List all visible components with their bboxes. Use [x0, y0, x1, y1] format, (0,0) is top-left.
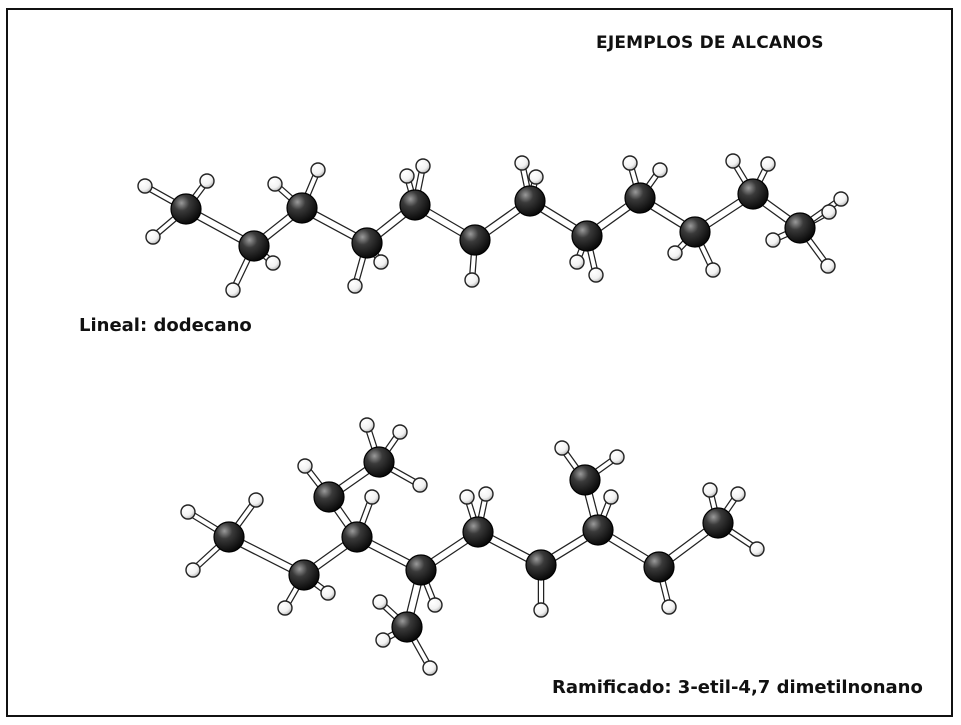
hydrogen-atom [225, 282, 241, 298]
carbon-atom [391, 611, 423, 643]
hydrogen-atom [533, 602, 549, 618]
hydrogen-atom [464, 272, 480, 288]
carbon-atom [286, 192, 318, 224]
carbon-atom [363, 446, 395, 478]
hydrogen-atom [320, 585, 336, 601]
hydrogen-atom [569, 254, 585, 270]
hydrogen-atom [137, 178, 153, 194]
hydrogen-atom [652, 162, 668, 178]
carbon-atom [313, 481, 345, 513]
branched-alkane-label: Ramificado: 3-etil-4,7 dimetilnonano [552, 677, 923, 698]
hydrogen-atom [667, 245, 683, 261]
carbon-atom [341, 521, 373, 553]
hydrogen-atom [392, 424, 408, 440]
carbon-atom [737, 178, 769, 210]
carbon-atom [213, 521, 245, 553]
hydrogen-atom [821, 204, 837, 220]
hydrogen-atom [277, 600, 293, 616]
carbon-atom [525, 549, 557, 581]
carbon-atom [459, 224, 491, 256]
carbon-atom [582, 514, 614, 546]
hydrogen-atom [833, 191, 849, 207]
hydrogen-atom [705, 262, 721, 278]
hydrogen-atom [359, 417, 375, 433]
carbon-atom [405, 554, 437, 586]
hydrogen-atom [399, 168, 415, 184]
hydrogen-atom [760, 156, 776, 172]
carbon-atom [571, 220, 603, 252]
carbon-atom [238, 230, 270, 262]
carbon-atom [624, 182, 656, 214]
hydrogen-atom [702, 482, 718, 498]
hydrogen-atom [364, 489, 380, 505]
hydrogen-atom [373, 254, 389, 270]
hydrogen-atom [609, 449, 625, 465]
carbon-atom [679, 216, 711, 248]
linear-alkane-label: Lineal: dodecano [79, 315, 252, 336]
hydrogen-atom [427, 597, 443, 613]
hydrogen-atom [528, 169, 544, 185]
hydrogen-atom [185, 562, 201, 578]
hydrogen-atom [478, 486, 494, 502]
hydrogen-atom [554, 440, 570, 456]
hydrogen-atom [730, 486, 746, 502]
carbon-atom [514, 185, 546, 217]
hydrogen-atom [603, 489, 619, 505]
carbon-atom [702, 507, 734, 539]
carbon-atom [288, 559, 320, 591]
hydrogen-atom [375, 632, 391, 648]
carbon-atom [643, 551, 675, 583]
hydrogen-atom [622, 155, 638, 171]
carbon-atom [170, 193, 202, 225]
carbon-atom [351, 227, 383, 259]
carbon-atom [399, 189, 431, 221]
hydrogen-atom [725, 153, 741, 169]
hydrogen-atom [661, 599, 677, 615]
carbon-atom [784, 212, 816, 244]
hydrogen-atom [588, 267, 604, 283]
hydrogen-atom [265, 255, 281, 271]
hydrogen-atom [749, 541, 765, 557]
hydrogen-atom [180, 504, 196, 520]
hydrogen-atom [514, 155, 530, 171]
hydrogen-atom [415, 158, 431, 174]
hydrogen-atom [248, 492, 264, 508]
hydrogen-atom [412, 477, 428, 493]
hydrogen-atom [145, 229, 161, 245]
hydrogen-atom [459, 489, 475, 505]
hydrogen-atom [267, 176, 283, 192]
carbon-atom [569, 464, 601, 496]
hydrogen-atom [297, 458, 313, 474]
diagram-title: EJEMPLOS DE ALCANOS [596, 33, 824, 53]
hydrogen-atom [347, 278, 363, 294]
hydrogen-atom [765, 232, 781, 248]
hydrogen-atom [310, 162, 326, 178]
hydrogen-atom [199, 173, 215, 189]
dodecane-molecule [137, 153, 849, 298]
hydrogen-atom [820, 258, 836, 274]
hydrogen-atom [422, 660, 438, 676]
hydrogen-atom [372, 594, 388, 610]
diagram-frame [6, 8, 953, 717]
branched-alkane-molecule [180, 417, 765, 676]
carbon-atom [462, 516, 494, 548]
